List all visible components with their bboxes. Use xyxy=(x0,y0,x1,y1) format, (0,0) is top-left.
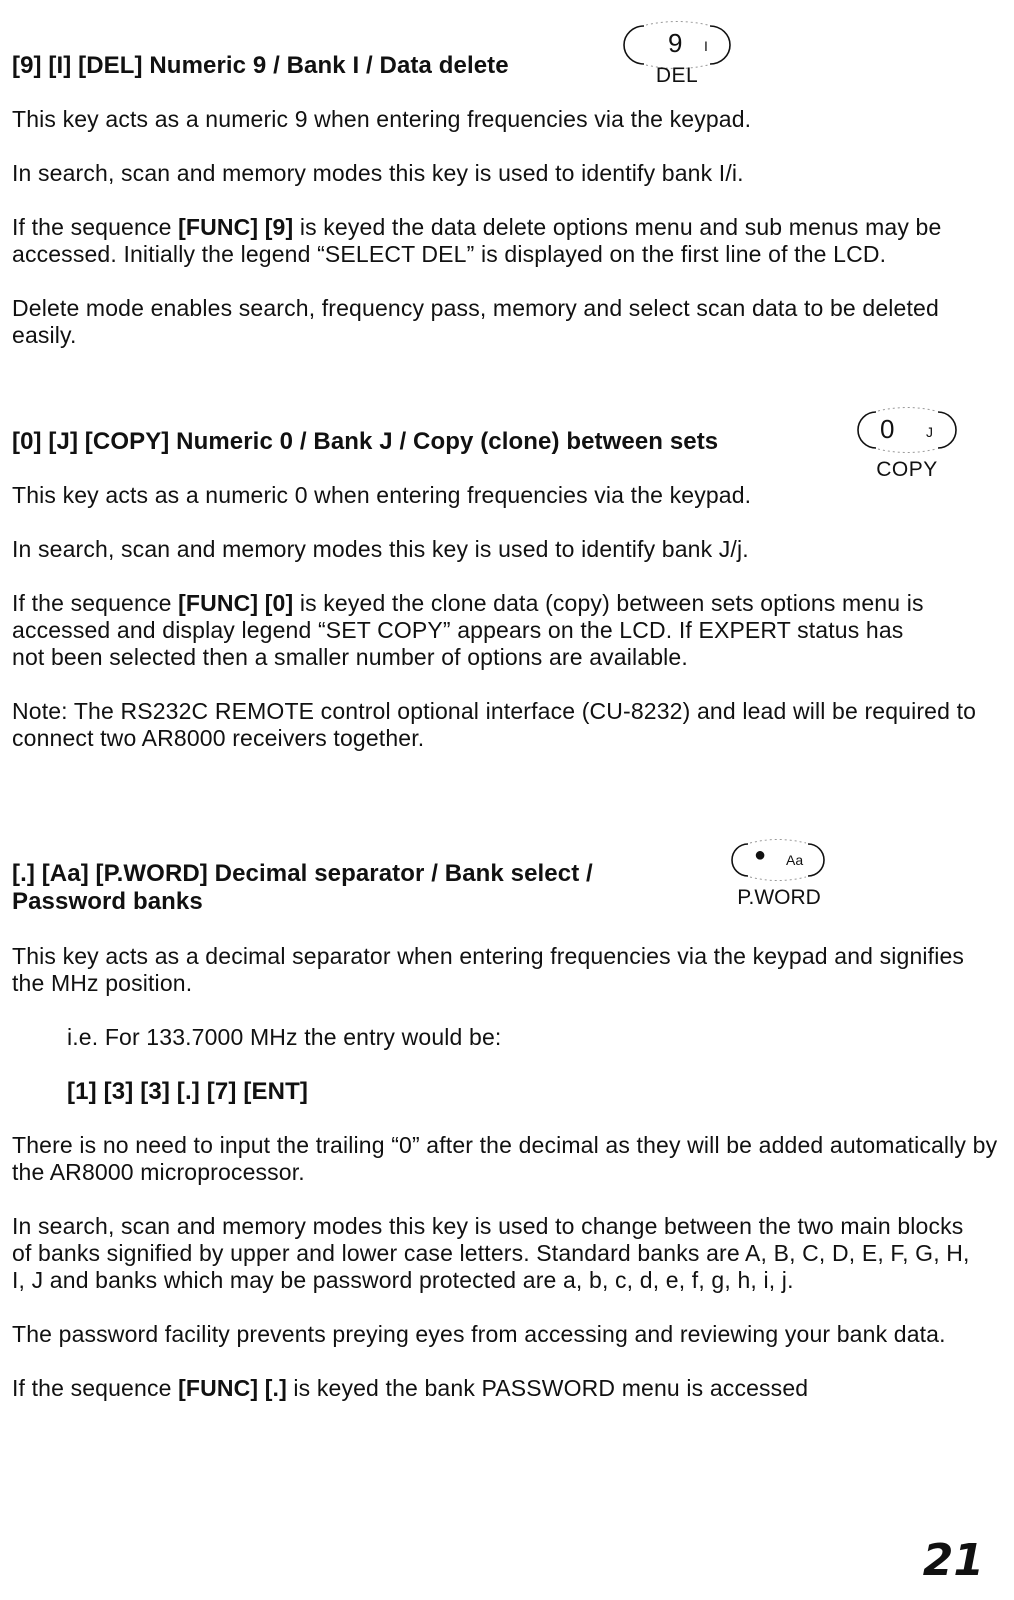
key-legend: DEL xyxy=(655,64,699,87)
section-heading: [0] [J] [COPY] Numeric 0 / Bank J / Copy… xyxy=(12,428,719,455)
paragraph: i.e. For 133.7000 MHz the entry would be… xyxy=(67,1024,502,1050)
func-paragraph: If the sequence [FUNC] [0] is keyed the … xyxy=(12,590,924,670)
key-legend: P.WORD xyxy=(737,886,821,909)
section-key-decimal: [.] [Aa] [P.WORD] Decimal separator / Ba… xyxy=(12,860,1002,1402)
section-heading: [.] [Aa] [P.WORD] Decimal separator / Ba… xyxy=(12,860,593,915)
keypad-entry: [1] [3] [3] [.] [7] [ENT] xyxy=(67,1078,309,1105)
paragraph: This key acts as a numeric 9 when enteri… xyxy=(12,106,752,132)
paragraph: Delete mode enables search, frequency pa… xyxy=(12,295,939,348)
key-9-icon: 9 I DEL xyxy=(622,16,732,96)
paragraph: Note: The RS232C REMOTE control optional… xyxy=(12,698,977,751)
section-heading: [9] [I] [DEL] Numeric 9 / Bank I / Data … xyxy=(12,52,509,79)
paragraph: In search, scan and memory modes this ke… xyxy=(12,160,744,186)
paragraph: There is no need to input the trailing “… xyxy=(12,1132,998,1185)
func-paragraph: If the sequence [FUNC] [9] is keyed the … xyxy=(12,214,942,267)
paragraph: The password facility prevents preying e… xyxy=(12,1321,946,1347)
paragraph: This key acts as a numeric 0 when enteri… xyxy=(12,482,752,508)
func-sequence: [FUNC] [.] xyxy=(178,1375,287,1401)
func-sequence: [FUNC] [9] xyxy=(178,214,294,240)
page-number: 21 xyxy=(922,1535,984,1586)
key-decimal-icon: ● Aa P.WORD xyxy=(720,830,830,910)
key-0-icon: 0 J COPY xyxy=(852,400,962,481)
func-sequence: [FUNC] [0] xyxy=(178,590,294,616)
func-paragraph: If the sequence [FUNC] [.] is keyed the … xyxy=(12,1375,809,1401)
paragraph: This key acts as a decimal separator whe… xyxy=(12,943,965,996)
paragraph: In search, scan and memory modes this ke… xyxy=(12,1213,970,1293)
paragraph: In search, scan and memory modes this ke… xyxy=(12,536,749,562)
section-key-0: [0] [J] [COPY] Numeric 0 / Bank J / Copy… xyxy=(12,428,1002,752)
key-legend: COPY xyxy=(876,458,938,481)
section-key-9: [9] [I] [DEL] Numeric 9 / Bank I / Data … xyxy=(12,52,1002,349)
